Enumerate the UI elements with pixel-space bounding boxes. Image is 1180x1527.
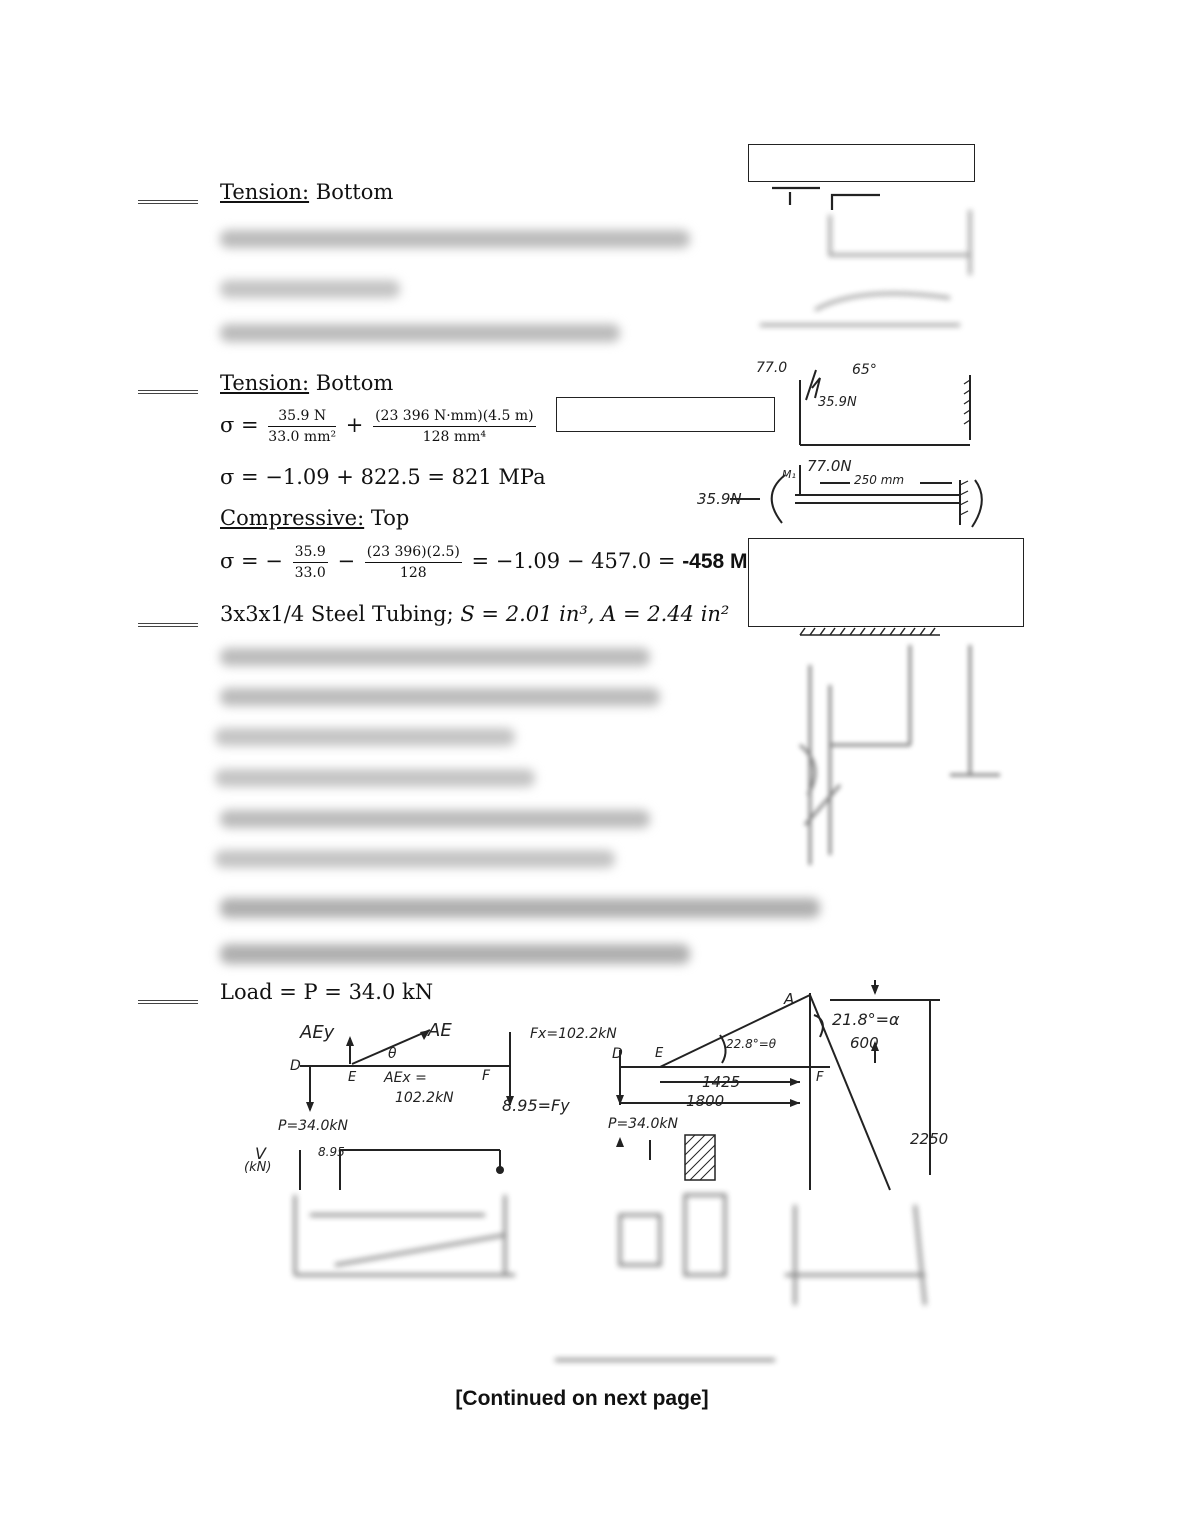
section-properties: S = 2.01 in³, A = 2.44 in² xyxy=(460,602,730,626)
label-theta: θ xyxy=(388,1046,397,1062)
label-shear-value: 8.95 xyxy=(318,1145,345,1159)
label-AEx-value: 102.2kN xyxy=(395,1090,454,1106)
label-D-right: D xyxy=(612,1046,623,1062)
label-A: A xyxy=(784,990,795,1008)
frame-figure xyxy=(760,186,972,446)
minus-sign: − xyxy=(337,549,356,573)
blurred-lower-diagrams xyxy=(293,1193,927,1362)
label-2250: 2250 xyxy=(910,1130,949,1148)
stress-equation-2: σ = −1.09 + 822.5 = 821 MPa xyxy=(220,465,546,489)
plus-sign: + xyxy=(345,413,364,437)
free-body-diagram xyxy=(299,1029,514,1190)
compressive-label: Compressive: xyxy=(220,506,365,530)
label-V-units: (kN) xyxy=(244,1160,272,1175)
tension-location: Bottom xyxy=(315,371,394,395)
label-Fx: Fx=102.2kN xyxy=(530,1026,617,1042)
label-V: V xyxy=(255,1144,266,1163)
label-P-right: P=34.0kN xyxy=(608,1116,678,1132)
label-F-right: F xyxy=(816,1070,824,1085)
fraction-axial: 35.9 33.0 xyxy=(292,544,328,581)
continued-note: [Continued on next page] xyxy=(455,1387,709,1410)
load-line: Load = P = 34.0 kN xyxy=(220,980,434,1004)
tubing-spec: 3x3x1/4 Steel Tubing; xyxy=(220,602,454,626)
label-F: F xyxy=(482,1068,491,1084)
stress-equation-1: σ = 35.9 N 33.0 mm² + (23 396 N·mm)(4.5 … xyxy=(220,408,539,445)
label-alpha: 21.8°=α xyxy=(832,1010,900,1029)
label-Fy: 8.95=Fy xyxy=(502,1096,570,1115)
answer-blank-3 xyxy=(138,623,198,627)
figure-caption-box-2 xyxy=(556,397,775,432)
fig2-label-force2: 35.9N xyxy=(697,490,742,508)
fraction-axial: 35.9 N 33.0 mm² xyxy=(268,408,337,445)
tension-label: Tension: xyxy=(220,180,310,204)
label-P: P=34.0kN xyxy=(278,1118,348,1134)
tension-location: Bottom xyxy=(315,180,394,204)
fraction-numerator: (23 396 N·mm)(4.5 m) xyxy=(373,408,536,427)
fraction-bending: (23 396)(2.5) 128 xyxy=(364,544,462,581)
label-AEx: AEx = xyxy=(384,1070,427,1086)
fraction-denominator: 33.0 xyxy=(294,565,326,581)
equation-continuation: = −1.09 − 457.0 = xyxy=(471,549,676,573)
fig1-label-force: 77.0 xyxy=(756,360,788,376)
compressive-location: Top xyxy=(370,506,410,530)
fraction-numerator: 35.9 N xyxy=(268,408,337,427)
figure-caption-box-1 xyxy=(748,144,975,182)
fraction-numerator: (23 396)(2.5) xyxy=(364,544,462,563)
stress-equation-3: σ = − 35.9 33.0 − (23 396)(2.5) 128 = −1… xyxy=(220,544,773,581)
fraction-denominator: 128 xyxy=(399,565,427,581)
fig2-label-force: 77.0N xyxy=(807,457,852,475)
tension-bottom-line-1: Tension: Bottom xyxy=(220,180,393,204)
bar-figure xyxy=(730,465,983,528)
fig2-label-moment: M₁ xyxy=(782,468,796,481)
label-E-right: E xyxy=(655,1046,664,1061)
answer-blank-2 xyxy=(138,390,198,394)
fig1-label-angle: 65° xyxy=(852,362,877,378)
tubing-line: 3x3x1/4 Steel Tubing; S = 2.01 in³, A = … xyxy=(220,602,729,626)
blurred-frame-figure xyxy=(799,627,1000,865)
fraction-numerator: 35.9 xyxy=(292,544,328,563)
fraction-bending: (23 396 N·mm)(4.5 m) 128 mm⁴ xyxy=(373,408,536,445)
sigma-symbol: σ = − xyxy=(220,549,283,573)
geometry-diagram xyxy=(616,980,940,1191)
tension-bottom-line-2: Tension: Bottom xyxy=(220,371,393,395)
blurred-solution-1 xyxy=(220,222,690,352)
sigma-symbol: σ = xyxy=(220,413,259,437)
fig2-label-length: 250 mm xyxy=(854,473,905,487)
label-1800: 1800 xyxy=(686,1092,725,1110)
compressive-top-line: Compressive: Top xyxy=(220,506,409,530)
label-E: E xyxy=(348,1070,357,1085)
answer-blank-1 xyxy=(138,200,198,204)
fig1-label-force2: 35.9N xyxy=(818,395,857,410)
label-AEy: AEy xyxy=(300,1022,335,1043)
fraction-denominator: 128 mm⁴ xyxy=(422,429,487,445)
label-AE: AE xyxy=(428,1020,452,1041)
label-600: 600 xyxy=(850,1034,879,1052)
answer-blank-4 xyxy=(138,1000,198,1004)
label-theta-angle: 22.8°=θ xyxy=(726,1037,777,1051)
label-1425: 1425 xyxy=(702,1073,741,1091)
figure-caption-box-3 xyxy=(748,538,1024,627)
fraction-denominator: 33.0 mm² xyxy=(268,429,337,445)
label-D: D xyxy=(290,1058,301,1074)
tension-label: Tension: xyxy=(220,371,310,395)
blurred-solution-3 xyxy=(215,642,825,972)
